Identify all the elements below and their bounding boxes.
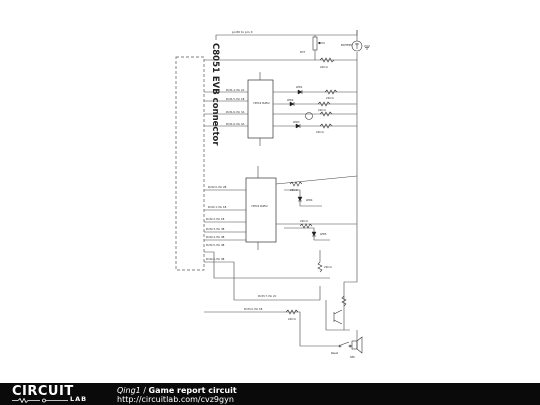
- potentiometer-icon: [312, 36, 325, 51]
- resistor-icon: [317, 89, 338, 129]
- resistor-label-6: 220 Ω: [324, 265, 332, 269]
- footer-bar: CIRCUIT LAB Qing1 / Game report circuit …: [0, 383, 540, 405]
- pin-label-upper-0: Port1.4, Pin 2A: [226, 88, 245, 92]
- resistor-label-7: 220 Ω: [288, 317, 296, 321]
- led4-label: LED4: [306, 198, 313, 202]
- pot-label: POT: [300, 50, 305, 54]
- top-net-label: port0 to pin X: [232, 30, 253, 34]
- pin-label-lower-3: Port2.3, Pin 3B: [206, 227, 225, 231]
- resistor-label-4: 220 Ω: [290, 188, 298, 192]
- pin-label-upper-1: Port1.5, Pin 1B: [226, 97, 245, 101]
- buffer-lower-label: 74HC4 Buffer: [251, 204, 269, 208]
- logo-icon[interactable]: CIRCUIT LAB: [12, 385, 104, 403]
- switch-icon: [338, 341, 352, 348]
- circuit-url-link[interactable]: http://circuitlab.com/cvz9gyn: [117, 395, 234, 404]
- resistor-label-5: 220 Ω: [300, 219, 308, 223]
- led-icon: [289, 89, 313, 129]
- pin-label-bottom-1: Port3.0, Pin 1B: [244, 307, 263, 311]
- speaker-icon: [351, 336, 363, 354]
- resistor-icon: [319, 57, 335, 63]
- led1-label: LED1: [296, 85, 303, 89]
- pin-label-upper-2: Port1.6, Pin 3A: [226, 110, 245, 114]
- pin-label-bottom-0: Port3.7, Pin 2C: [258, 294, 277, 298]
- ground-icon: [364, 45, 370, 50]
- logo-word: CIRCUIT: [12, 384, 74, 399]
- led2-label: LED2: [287, 98, 294, 102]
- led5-label: LED5: [320, 232, 327, 236]
- battery-icon: [351, 40, 363, 52]
- led-icon: [297, 196, 317, 237]
- buffer-upper: [247, 79, 274, 139]
- evb-connector: [175, 56, 205, 271]
- circuit-title: Game report circuit: [148, 386, 237, 395]
- pot-resistor-label: 220 Ω: [320, 65, 328, 69]
- buffer-lower: [245, 177, 277, 243]
- pin-label-lower-4: Port2.4, Pin 4B: [206, 235, 225, 239]
- buffer-upper-label: 74HC4 Buffer: [253, 101, 271, 105]
- resistor-icon: [289, 181, 313, 229]
- pin-label-lower-6: Port2.6, Pin 4B: [206, 257, 225, 261]
- schematic: C8051 EVB connector port0 to pin X POT 2…: [175, 30, 370, 359]
- pin-label-lower-0: Port2.0, Pin 2B: [208, 185, 227, 189]
- speaker-label: SPK: [350, 355, 355, 359]
- pin-label-lower-1: Port2.1, Pin 1B: [208, 205, 227, 209]
- connector-label: C8051 EVB connector: [210, 43, 220, 146]
- title-separator: /: [140, 386, 149, 395]
- pin-label-lower-5: Port2.5, Pin 4B: [206, 243, 225, 247]
- logo-lab: LAB: [70, 395, 88, 403]
- pin-label-lower-2: Port2.2, Pin 1B: [206, 217, 225, 221]
- led3-label: LED3: [293, 120, 300, 124]
- resistor-label-2: 220 Ω: [318, 108, 326, 112]
- resistor-label-1: 220 Ω: [326, 96, 334, 100]
- resistor-icon: [285, 261, 347, 315]
- logo-trace-icon: [12, 398, 68, 403]
- pin-label-upper-3: Port1.6, Pin 4A: [226, 122, 245, 126]
- transistor-icon: [333, 309, 343, 325]
- resistor-label-3: 220 Ω: [316, 130, 324, 134]
- footer-title-row: Qing1 / Game report circuit: [117, 386, 237, 395]
- author-link[interactable]: Qing1: [117, 386, 141, 395]
- battery-label: BATTERY: [341, 43, 352, 47]
- reset-label: Reset: [331, 351, 338, 355]
